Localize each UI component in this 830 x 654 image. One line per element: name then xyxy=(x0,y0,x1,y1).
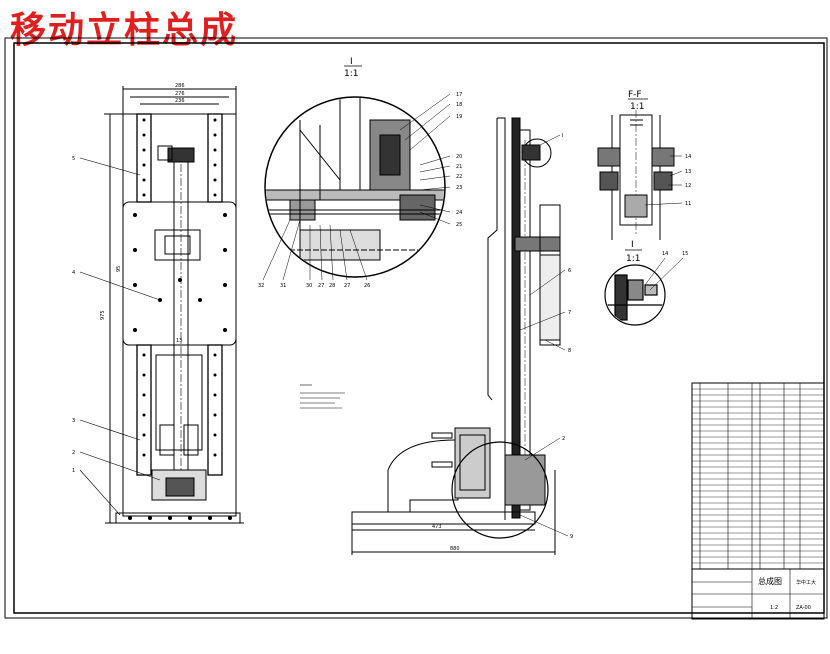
svg-text:14: 14 xyxy=(662,251,668,257)
side-view-text: I 6 7 8 2 9 473 880 xyxy=(432,133,573,552)
detail-i-label: I xyxy=(350,57,353,67)
tb-drawing-no: ZA-00 xyxy=(796,605,811,611)
drawing-frame xyxy=(4,37,828,619)
tb-name: 总成图 xyxy=(758,576,782,586)
svg-text:7: 7 xyxy=(568,310,571,316)
callout-5: 5 xyxy=(72,156,75,162)
dim-286: 286 xyxy=(175,83,185,89)
svg-text:14: 14 xyxy=(685,154,691,160)
svg-text:473: 473 xyxy=(432,524,442,530)
section-ff-scale: 1:1 xyxy=(630,102,644,112)
callout-1: 1 xyxy=(72,468,75,474)
svg-text:13: 13 xyxy=(685,169,691,175)
svg-text:22: 22 xyxy=(456,174,462,180)
callout-2: 2 xyxy=(72,450,75,456)
svg-text:26: 26 xyxy=(364,283,370,289)
svg-text:27: 27 xyxy=(318,283,324,289)
svg-text:18: 18 xyxy=(456,102,462,108)
detail-i-callouts: 17 18 19 20 21 22 23 24 25 32 31 30 27 2… xyxy=(258,92,462,289)
dim-95: 95 xyxy=(116,266,122,272)
svg-text:12: 12 xyxy=(685,183,691,189)
detail-i-leaders xyxy=(262,93,451,281)
svg-text:25: 25 xyxy=(456,222,462,228)
callout-4: 4 xyxy=(72,270,75,276)
svg-text:19: 19 xyxy=(456,114,462,120)
detail-i-view xyxy=(264,96,446,278)
detail-small-label: I xyxy=(631,240,634,250)
svg-text:21: 21 xyxy=(456,164,462,170)
detail-small-leaders xyxy=(644,257,684,291)
dim-13: 13 xyxy=(176,338,182,344)
dim-276: 276 xyxy=(175,91,185,97)
svg-text:11: 11 xyxy=(685,201,691,207)
svg-text:9: 9 xyxy=(570,534,573,540)
section-ff-label: F-F xyxy=(628,90,642,100)
front-view-text: 286 276 236 975 95 13 5 4 3 2 1 xyxy=(72,83,185,474)
dim-236: 236 xyxy=(175,98,185,104)
svg-text:27: 27 xyxy=(344,283,350,289)
svg-text:17: 17 xyxy=(456,92,462,98)
section-ff-view xyxy=(597,110,675,240)
svg-text:32: 32 xyxy=(258,283,264,289)
section-ff-text: 14 13 12 11 xyxy=(685,154,691,207)
svg-text:I: I xyxy=(562,133,563,139)
svg-text:6: 6 xyxy=(568,268,571,274)
title-block-text: 总成图 华中工大 ZA-00 1:2 xyxy=(758,576,816,611)
tb-scale: 1:2 xyxy=(770,605,778,611)
callout-3: 3 xyxy=(72,418,75,424)
svg-text:31: 31 xyxy=(280,283,286,289)
svg-text:24: 24 xyxy=(456,210,462,216)
bom-table xyxy=(691,382,825,620)
detail-small-view xyxy=(604,264,666,326)
side-view xyxy=(351,117,561,555)
detail-i-scale: 1:1 xyxy=(344,69,358,79)
tb-company: 华中工大 xyxy=(796,579,816,586)
svg-text:8: 8 xyxy=(568,348,571,354)
svg-text:30: 30 xyxy=(306,283,312,289)
svg-text:880: 880 xyxy=(450,546,460,552)
detail-small-scale: 1:1 xyxy=(626,254,640,264)
technical-notes xyxy=(300,384,345,409)
bom-rows xyxy=(692,388,824,564)
svg-text:28: 28 xyxy=(329,283,335,289)
svg-text:20: 20 xyxy=(456,154,462,160)
svg-text:2: 2 xyxy=(562,436,565,442)
detail-small-text: 14 15 xyxy=(662,251,688,257)
side-view-leaders xyxy=(519,134,569,537)
svg-text:15: 15 xyxy=(682,251,688,257)
section-ff-leaders xyxy=(644,155,683,206)
dim-975: 975 xyxy=(100,310,106,320)
front-view-rivets xyxy=(128,118,232,520)
front-view xyxy=(104,86,244,524)
front-view-leaders xyxy=(79,157,161,516)
svg-text:23: 23 xyxy=(456,185,462,191)
